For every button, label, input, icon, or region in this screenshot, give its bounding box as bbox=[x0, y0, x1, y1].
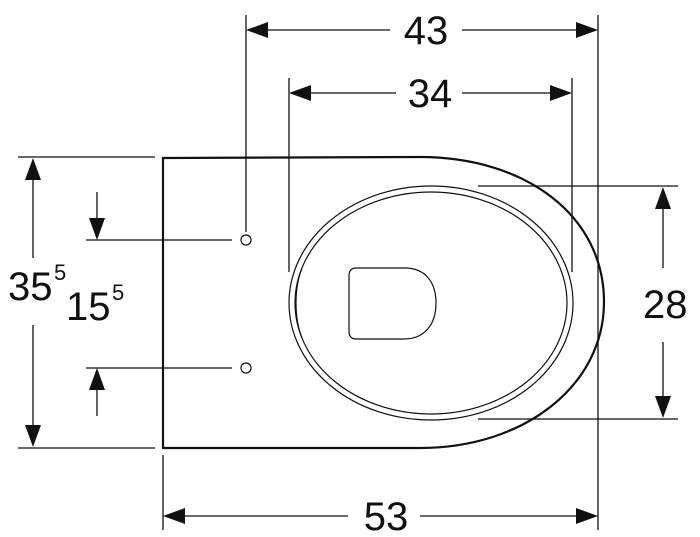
mounting-hole-top bbox=[240, 234, 252, 246]
dimension-hole-spacing: 15 5 bbox=[66, 192, 232, 416]
dimension-inner-length: 34 bbox=[288, 72, 573, 272]
dimension-label-inner-width: 28 bbox=[643, 283, 688, 327]
dimension-label-hole-spacing-superscript: 5 bbox=[112, 280, 124, 305]
rim-front-notch bbox=[295, 267, 303, 339]
dimension-total-width: 35 5 bbox=[8, 156, 155, 449]
mounting-hole-bottom bbox=[240, 362, 252, 374]
dimension-label-total-width: 35 bbox=[8, 265, 53, 309]
dimension-label-total-length: 53 bbox=[364, 495, 409, 537]
dimension-label-hole-spacing: 15 bbox=[66, 285, 111, 329]
dimension-hole-to-front: 43 bbox=[245, 9, 599, 530]
dimension-inner-width: 28 bbox=[478, 185, 688, 420]
dimension-label-hole-to-front: 43 bbox=[404, 9, 449, 53]
dimension-label-total-width-superscript: 5 bbox=[54, 260, 66, 285]
dimension-total-length: 53 bbox=[162, 455, 598, 537]
bowl-rim-outer bbox=[288, 185, 574, 421]
toilet-outline bbox=[161, 155, 606, 450]
bowl-rim-inner bbox=[294, 191, 568, 415]
dimension-label-inner-length: 34 bbox=[408, 72, 453, 116]
drain-opening bbox=[348, 267, 437, 340]
bowl-outer-contour bbox=[161, 155, 606, 450]
